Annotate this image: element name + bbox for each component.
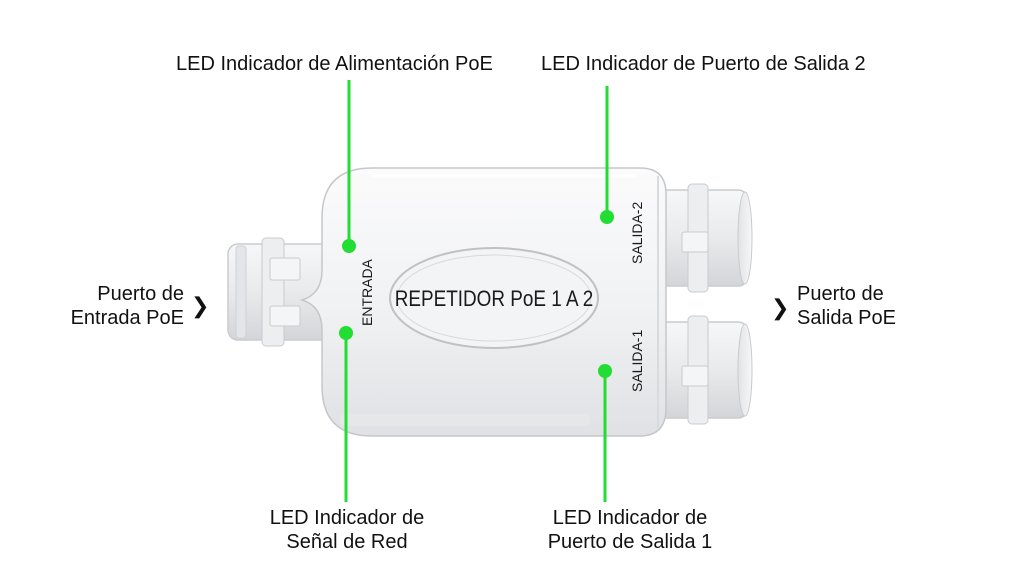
led-power-dot (342, 239, 356, 253)
led-out2-dot (600, 210, 614, 224)
output2-port-label: SALIDA-2 (629, 202, 645, 264)
input-port-label-line1: Puerto de (97, 283, 184, 305)
repeater-body (299, 167, 667, 437)
led-dots (339, 210, 614, 378)
output-connector-2 (647, 183, 753, 293)
led-out2-label: LED Indicador de Puerto de Salida 2 (541, 53, 866, 75)
chevron-right-icon: ❯ (191, 294, 210, 319)
led-power-label: LED Indicador de Alimentación PoE (176, 53, 493, 75)
led-out1-label: LED Indicador de Puerto de Salida 1 (532, 506, 728, 554)
output-port-label-line1: Puerto de (797, 283, 884, 305)
output1-port-label: SALIDA-1 (629, 330, 645, 392)
led-network-label-line1: LED Indicador de (269, 507, 425, 529)
output-port-label-text: Puerto de Salida PoE (797, 282, 896, 330)
led-out1-dot (598, 364, 612, 378)
led-network-dot (339, 326, 353, 340)
input-port-label-text: Puerto de Entrada PoE (60, 282, 184, 330)
led-network-label: LED Indicador de Señal de Red (257, 506, 437, 554)
led-network-label-line2: Señal de Red (286, 531, 408, 553)
output-port-label-line2: Salida PoE (797, 307, 896, 329)
input-port-label: ENTRADA (359, 258, 375, 326)
led-out1-label-line2: Puerto de Salida 1 (547, 531, 713, 553)
chevron-right-icon: ❯ (771, 296, 790, 321)
led-out1-label-line1: LED Indicador de (552, 507, 708, 529)
input-connector (227, 237, 339, 347)
leader-lines (344, 80, 609, 502)
input-port-label-line2: Entrada PoE (70, 307, 184, 329)
device-title: REPETIDOR PoE 1 A 2 (395, 287, 594, 312)
